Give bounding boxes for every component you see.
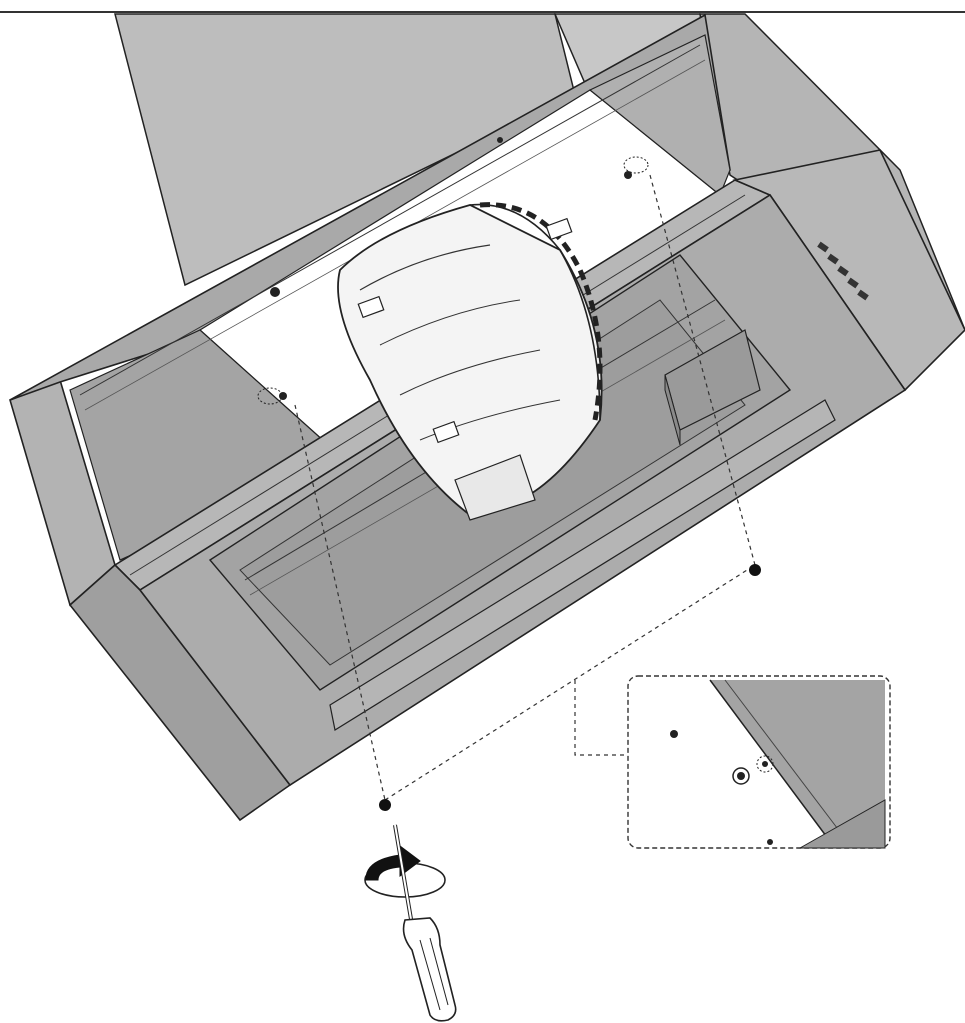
- mounting-holes: [257, 137, 649, 405]
- control-button-3: [837, 265, 849, 277]
- filter-strip: [329, 399, 836, 731]
- control-button-2: [827, 253, 839, 265]
- control-buttons: [817, 241, 869, 301]
- hood-right-end: [732, 149, 965, 392]
- control-button-1: [817, 241, 829, 253]
- control-button-4: [847, 277, 859, 289]
- control-button-5: [857, 289, 869, 301]
- guide-lines: [294, 174, 756, 801]
- screwdriver-icon: [393, 824, 457, 1022]
- detail-callout: [627, 675, 891, 849]
- motor-housing-icon: [337, 202, 603, 521]
- screw-icon: [379, 564, 761, 811]
- hood-inner-right-wall: [588, 34, 731, 196]
